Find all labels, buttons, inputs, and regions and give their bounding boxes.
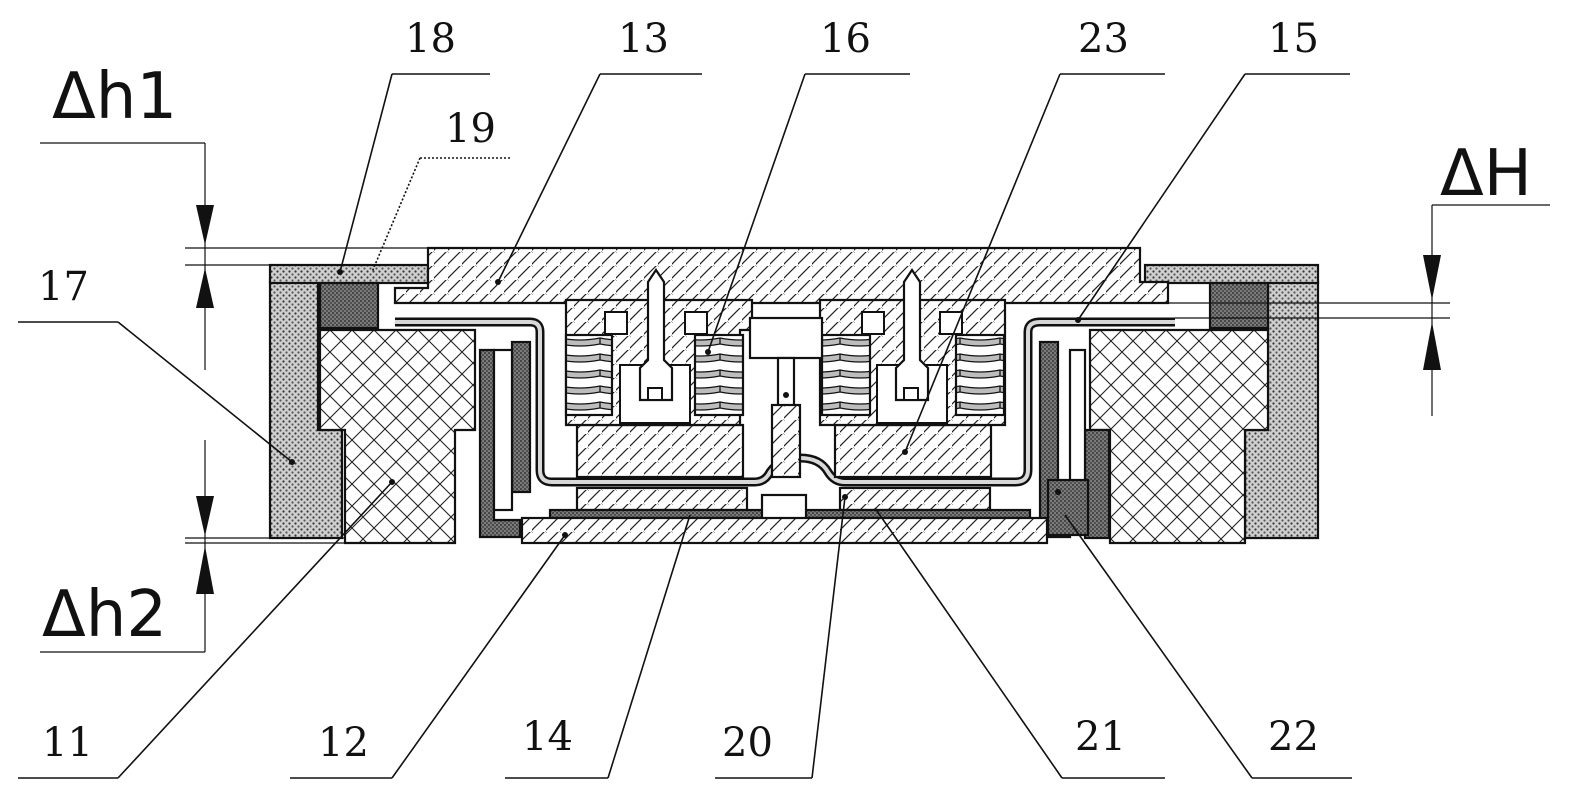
label-21: 21 xyxy=(1075,714,1126,760)
plate-21 xyxy=(575,486,749,512)
label-12: 12 xyxy=(318,720,369,766)
bolt-right-nut xyxy=(903,387,919,401)
base-plate-12 xyxy=(520,516,1049,545)
bolt-slot-right-a xyxy=(861,311,885,335)
label-19: 19 xyxy=(445,106,496,152)
spring-right-a xyxy=(820,333,872,417)
label-17: 17 xyxy=(38,264,89,310)
inner-wall-left-b xyxy=(492,348,514,512)
top-cap-right xyxy=(1143,263,1320,285)
leader-lines xyxy=(18,73,1352,779)
top-cap-left xyxy=(268,263,430,285)
ring-22 xyxy=(1046,478,1090,537)
plate-21-right xyxy=(838,486,992,512)
bolt-slot-left-a xyxy=(604,311,628,335)
spring-left-b xyxy=(693,333,745,417)
dimension-dH xyxy=(1165,204,1550,416)
label-23: 23 xyxy=(1078,16,1129,62)
contact-block-right xyxy=(833,423,993,479)
label-dh1: Δh1 xyxy=(52,60,177,134)
center-post xyxy=(770,403,802,479)
spring-right-b xyxy=(954,333,1006,417)
bolt-slot-left-b xyxy=(684,311,708,335)
dimension-dh1 xyxy=(40,142,430,370)
label-dh2: Δh2 xyxy=(42,578,167,652)
bolt-left-nut xyxy=(647,387,663,401)
label-20: 20 xyxy=(722,720,773,766)
seal-block-right xyxy=(1208,281,1270,330)
center-screw xyxy=(760,493,808,521)
spring-left-a xyxy=(564,333,614,417)
leader-dots xyxy=(289,269,1081,538)
insulator-right xyxy=(1088,328,1270,545)
bolt-left xyxy=(638,268,674,402)
label-16: 16 xyxy=(820,16,871,62)
label-13: 13 xyxy=(618,16,669,62)
label-15: 15 xyxy=(1268,16,1319,62)
label-11: 11 xyxy=(42,720,93,766)
label-22: 22 xyxy=(1268,714,1319,760)
inner-wall-left xyxy=(510,340,532,494)
label-dH: ΔH xyxy=(1440,137,1532,211)
seal-block-left xyxy=(318,281,380,330)
center-stem xyxy=(776,356,796,410)
label-18: 18 xyxy=(405,16,456,62)
insulator-left xyxy=(318,328,477,545)
inner-wall-right-b xyxy=(1068,348,1087,502)
contact-block-left xyxy=(575,423,745,479)
dimension-dh2 xyxy=(40,440,345,653)
bolt-right xyxy=(894,268,930,402)
center-bracket xyxy=(748,316,824,360)
label-14: 14 xyxy=(522,714,573,760)
